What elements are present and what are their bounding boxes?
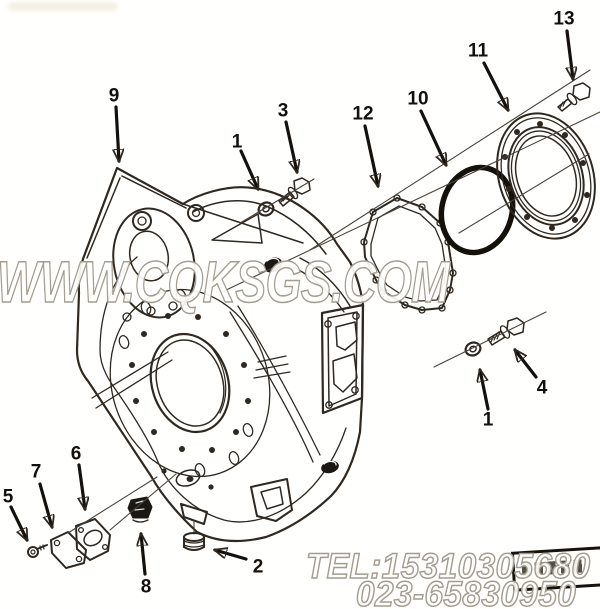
bolt-13-drawing — [557, 82, 591, 112]
callout-1: 1 — [231, 131, 243, 153]
drain-plug-drawing — [180, 503, 208, 551]
bolt-top-drawing — [278, 177, 311, 207]
callout-3: 3 — [277, 100, 289, 122]
flywheel-housing-drawing — [75, 166, 365, 543]
callout-arrows — [9, 29, 573, 576]
cover-plate-drawing — [50, 531, 87, 569]
bearing-cover-drawing — [496, 112, 596, 240]
callout-8: 8 — [140, 576, 152, 598]
callout-5: 5 — [2, 486, 14, 508]
watermark-site: WWW.CQKSGS.COM — [0, 250, 450, 315]
screw-drawing — [27, 544, 48, 558]
faint-top-smudge — [8, 2, 118, 11]
callout-13: 13 — [553, 8, 575, 30]
callout-6: 6 — [70, 443, 82, 465]
watermark-phone-2: 023-65830950 — [355, 575, 577, 609]
axis-lines — [67, 69, 600, 534]
watermark-phone-1: TEL:15310305680 — [305, 547, 591, 586]
clamp-bracket-drawing — [112, 204, 205, 322]
callout-7: 7 — [30, 461, 42, 483]
o-ring-drawing — [438, 164, 516, 256]
callout-10: 10 — [407, 88, 429, 110]
mounting-pad-drawing — [320, 303, 365, 415]
callout-4: 4 — [536, 377, 548, 399]
callout-9: 9 — [108, 85, 120, 107]
pipe-plug-drawing — [127, 496, 153, 523]
small-gasket-drawing — [75, 518, 111, 561]
callout-12: 12 — [352, 103, 374, 125]
callout-2: 2 — [252, 556, 264, 578]
callout-1: 1 — [482, 409, 494, 431]
washer-right-drawing — [464, 341, 482, 357]
callout-11: 11 — [467, 40, 489, 62]
